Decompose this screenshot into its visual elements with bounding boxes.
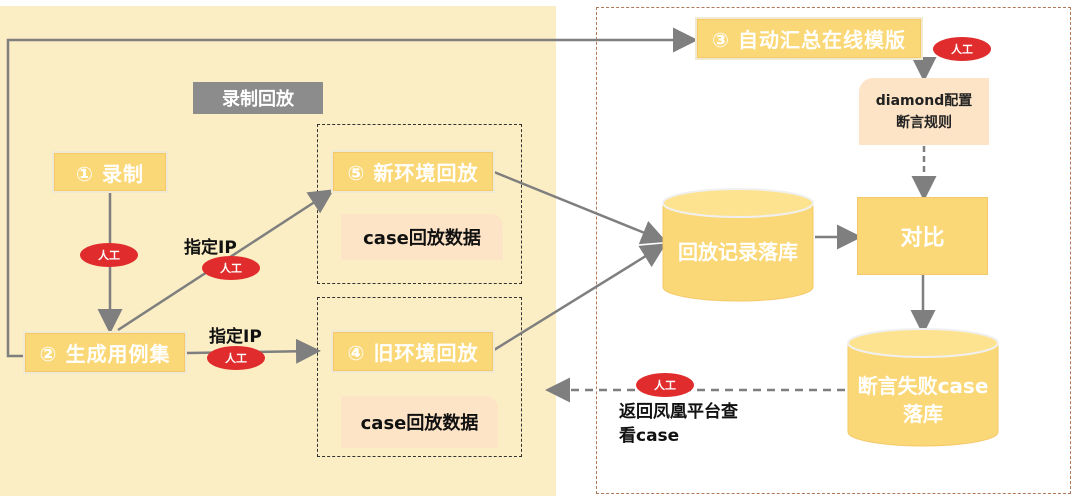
return-text-line1: 返回凤凰平台查: [619, 402, 738, 422]
return-text: 返回凤凰平台查 看case: [619, 400, 738, 448]
fail-db-cylinder: [847, 328, 999, 447]
replay-db-label: 回放记录落库: [678, 240, 798, 264]
comparison-panel: [596, 7, 1071, 494]
case-data-doc-new: case回放数据: [341, 214, 503, 260]
manual-badge-summary: 人工: [933, 37, 991, 61]
case-data-doc-old: case回放数据: [341, 396, 498, 448]
manual-badge-old-env: 人工: [207, 346, 265, 370]
manual-badge-return: 人工: [636, 373, 694, 397]
replay-db-cylinder: [662, 188, 814, 302]
fail-db-line2: 落库: [903, 402, 943, 426]
old-env-replay-node: ④ 旧环境回放: [331, 330, 495, 373]
auto-summary-node: ③ 自动汇总在线模版: [695, 17, 923, 60]
diamond-config-line2: 断言规则: [896, 114, 952, 131]
generate-cases-node: ② 生成用例集: [23, 331, 187, 374]
diamond-config-doc: diamond配置 断言规则: [859, 78, 989, 145]
diamond-config-line1: diamond配置: [875, 92, 973, 109]
section-label: 录制回放: [193, 82, 323, 114]
arrow-generate-to-summary: [6, 27, 698, 358]
manual-badge-record: 人工: [80, 243, 138, 267]
fail-db-line1: 断言失败case: [857, 374, 989, 398]
compare-node: 对比: [857, 197, 988, 275]
record-node: ① 录制: [52, 151, 168, 193]
fail-db-label: 断言失败case 落库: [848, 372, 998, 428]
return-text-line2: 看case: [619, 426, 680, 446]
old-env-group: [317, 297, 522, 457]
new-env-replay-node: ⑤ 新环境回放: [331, 150, 495, 193]
arrow-new-env-to-db: [493, 170, 667, 245]
specify-ip-label-upper: 指定IP: [184, 238, 237, 258]
manual-badge-new-env: 人工: [202, 256, 260, 280]
specify-ip-label-lower: 指定IP: [209, 327, 262, 347]
arrow-old-env-to-db: [493, 243, 667, 352]
